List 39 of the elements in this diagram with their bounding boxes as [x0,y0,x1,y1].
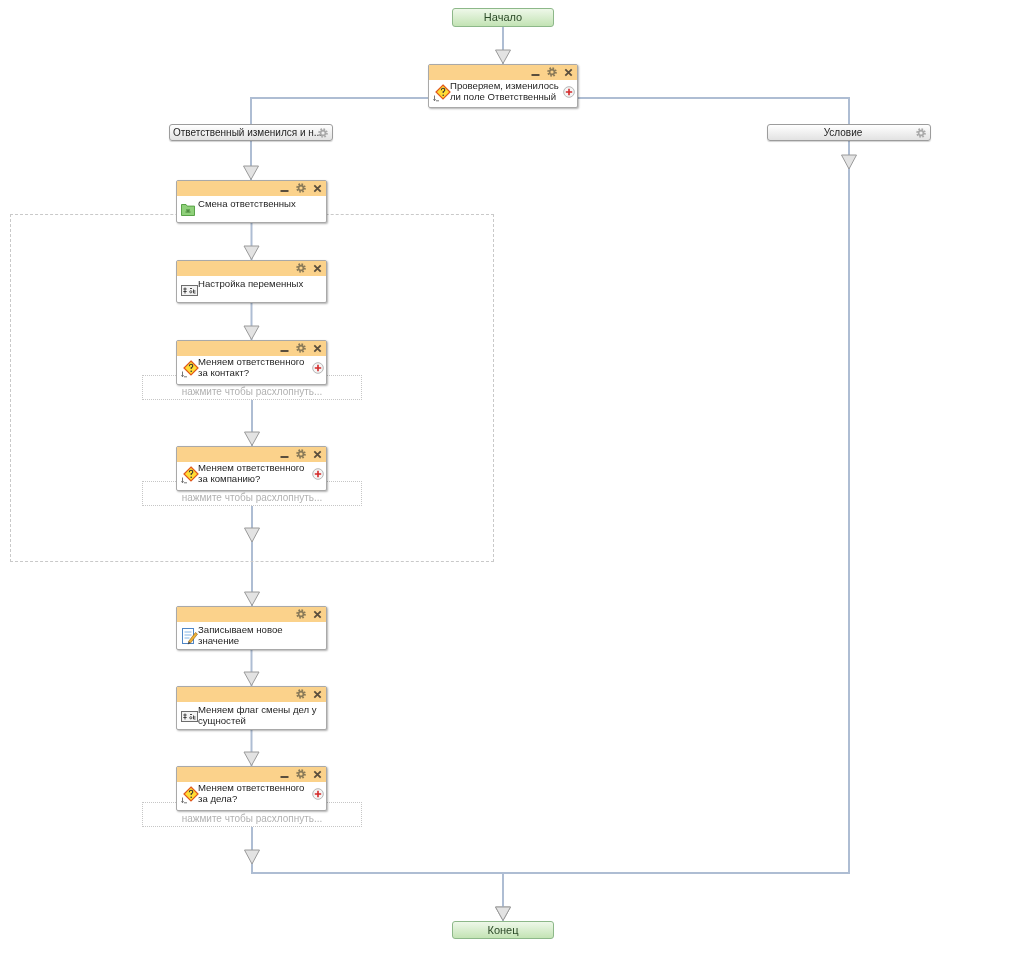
branch-label: Условие [823,127,863,138]
terminal-box [452,921,554,939]
arrow [243,302,260,341]
expand-hint: нажмите чтобы расхлопнуть... [181,492,323,503]
node-label: Меняем флаг смены дел у сущностей [198,704,318,726]
node-label: Меняем ответственного за дела? [198,782,306,804]
arrow [243,140,259,181]
activity-box [176,180,327,223]
branch-label: Ответственный изменился и н... [173,127,323,138]
connector-line [577,97,850,125]
node-label: Меняем ответственного за контакт? [198,356,306,378]
arrow [243,729,260,767]
arrow [495,26,511,65]
terminal-box [452,8,554,27]
arrow [244,505,260,607]
node-label: Смена ответственных [198,198,297,209]
node-label: Начало [483,12,523,23]
activity-box [176,340,327,385]
activity-box [176,766,327,811]
activity-box [428,64,578,108]
activity-box [176,606,327,650]
node-label: Проверяем, изменилось ли поле Ответственный [450,80,560,102]
expand-hint: нажмите чтобы расхлопнуть... [181,386,323,397]
node-label: Меняем ответственного за компанию? [198,462,306,484]
expand-hint: нажмите чтобы расхлопнуть... [181,813,323,824]
branch-box [767,124,931,141]
arrow [244,399,260,447]
node-label: Конец [487,924,519,936]
arrow [495,140,857,922]
arrow [243,649,260,687]
branch-box [169,124,333,141]
activity-box [176,260,327,303]
activity-box [176,446,327,491]
dashed-frame [10,214,494,562]
arrow [243,222,260,261]
activity-box [176,686,327,730]
node-label: Записываем новое значение [198,624,284,646]
node-label: Настройка переменных [198,278,305,289]
connector-line [250,97,429,125]
